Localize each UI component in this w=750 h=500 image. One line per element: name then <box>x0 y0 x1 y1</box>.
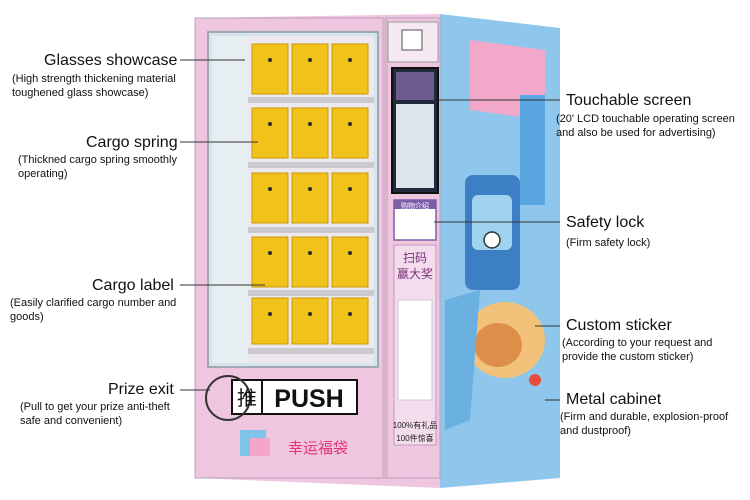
info-panel <box>393 199 437 446</box>
scan-line2-text: 赢大奖 <box>397 266 433 281</box>
glasses-showcase-desc-1: (High strength thickening material <box>12 73 176 85</box>
prize-exit-title: Prize exit <box>108 381 174 398</box>
prize-exit-desc-2: safe and convenient) <box>20 415 123 427</box>
glasses-showcase-title: Glasses showcase <box>44 52 178 69</box>
safety-lock-desc-1: (Firm safety lock) <box>566 237 651 249</box>
cargo-label-title: Cargo label <box>92 277 174 294</box>
leader-lines <box>180 59 560 401</box>
touchable-screen-desc-1: (20' LCD touchable operating screen <box>556 113 735 125</box>
custom-sticker-title: Custom sticker <box>566 317 672 334</box>
push-en-text: PUSH <box>274 385 343 413</box>
cargo-spring-title: Cargo spring <box>86 134 178 151</box>
custom-sticker-desc-2: provide the custom sticker) <box>562 351 694 363</box>
touch-screen <box>391 67 439 194</box>
cargo-spring-desc-1: (Thickned cargo spring smoothly <box>18 154 177 166</box>
custom-sticker-desc-1: (According to your request and <box>562 337 713 349</box>
right-door <box>382 18 439 478</box>
metal-cabinet-desc-2: and dustproof) <box>560 425 631 437</box>
side-panel <box>440 14 560 488</box>
product-shelves <box>248 43 374 354</box>
push-cn-text: 推 <box>237 387 257 410</box>
brand-plate <box>240 430 270 456</box>
panel-title-text: 购物介绍 <box>401 201 429 210</box>
brand-cn-text: 幸运福袋 <box>288 440 348 457</box>
safety-lock-title: Safety lock <box>566 214 645 231</box>
metal-cabinet-title: Metal cabinet <box>566 391 662 408</box>
scan-line1-text: 扫码 <box>403 251 427 265</box>
metal-cabinet-desc-1: (Firm and durable, explosion-proof <box>560 411 729 423</box>
glasses-showcase-desc-2: toughened glass showcase) <box>12 87 149 99</box>
product-bows <box>268 58 352 316</box>
gift-line2-text: 100件惊喜 <box>396 433 433 443</box>
cargo-spring-desc-2: operating) <box>18 168 68 180</box>
prize-exit-desc-1: (Pull to get your prize anti-theft <box>20 401 170 413</box>
gift-line1-text: 100%有礼品 <box>393 420 437 430</box>
cargo-label-desc-1: (Easily clarified cargo number and <box>10 297 177 309</box>
touchable-screen-desc-2: and also be used for advertising) <box>556 127 716 139</box>
cargo-label-desc-2: goods) <box>10 311 44 323</box>
touchable-screen-title: Touchable screen <box>566 92 692 109</box>
prize-exit-flap <box>205 370 378 425</box>
